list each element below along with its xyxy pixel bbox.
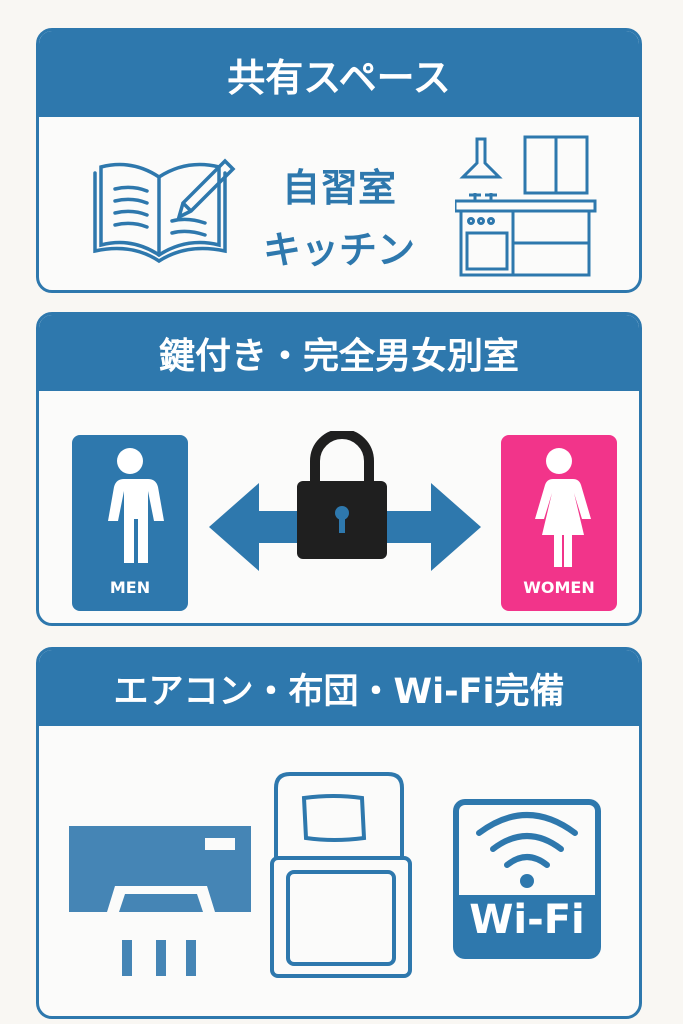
women-sign: WOMEN	[501, 435, 617, 611]
women-icon	[535, 448, 591, 567]
kitchen-label: キッチン	[262, 228, 415, 272]
gender-separated-rooms-panel: 鍵付き・完全男女別室 MEN WOMEN	[36, 312, 642, 626]
panel-title: エアコン・布団・Wi-Fi完備	[39, 650, 639, 726]
women-label: WOMEN	[523, 578, 595, 597]
wifi-sign: Wi-Fi	[453, 799, 601, 959]
wifi-label: Wi-Fi	[469, 897, 585, 943]
kitchen-icon	[455, 135, 597, 277]
futon-icon	[270, 772, 412, 978]
open-book-pencil-icon	[93, 158, 236, 264]
study-room-label: 自習室	[281, 166, 396, 210]
men-icon	[108, 448, 164, 563]
padlock-icon	[297, 431, 387, 559]
air-conditioner-icon	[69, 826, 251, 976]
amenities-panel: エアコン・布団・Wi-Fi完備 Wi-Fi	[36, 647, 642, 1019]
wifi-icon	[476, 812, 578, 888]
men-label: MEN	[109, 578, 151, 597]
men-sign: MEN	[72, 435, 188, 611]
panel-title: 共有スペース	[39, 31, 639, 117]
shared-space-panel: 共有スペース 自習室 キッチン	[36, 28, 642, 293]
panel-title: 鍵付き・完全男女別室	[39, 315, 639, 391]
